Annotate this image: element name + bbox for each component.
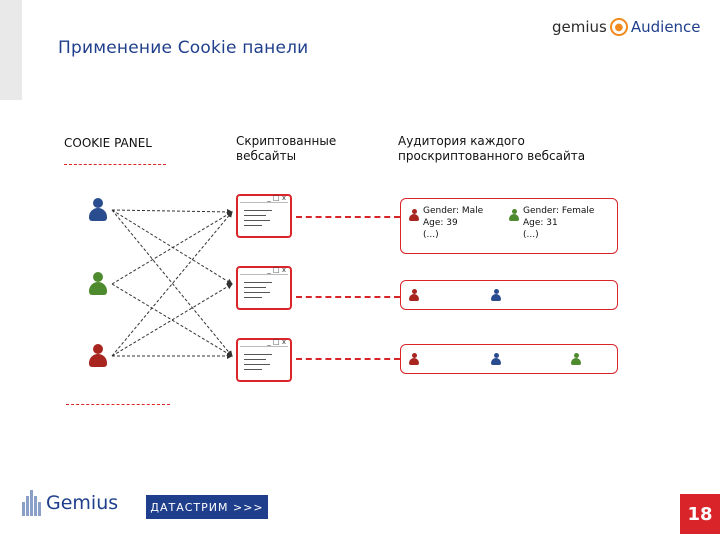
gemius-footer-logo: Gemius	[22, 490, 118, 516]
link-line	[111, 283, 233, 357]
audience-person-blue-icon	[491, 289, 501, 302]
site-audience-connector	[296, 296, 400, 298]
logo-text-gemius: gemius	[552, 18, 607, 36]
gemius-audience-logo: gemius ● Audience	[552, 18, 701, 36]
scripted-sites-heading: Скриптованные вебсайты	[236, 134, 337, 163]
footer-logo-text: Gemius	[46, 492, 119, 514]
scripted-site-window-1: _ □ x	[236, 194, 292, 238]
audience-male-icon	[409, 209, 419, 222]
datastream-logo: ДАТАСТРИМ >>>	[146, 495, 268, 519]
link-line	[111, 211, 233, 357]
audience-female-info: Gender: Female Age: 31 (...)	[523, 205, 594, 241]
female-more-label: (...)	[523, 230, 539, 240]
female-age-label: Age: 31	[523, 218, 558, 228]
window-controls: _ □ x	[267, 338, 286, 346]
panelist-blue-icon	[88, 198, 108, 222]
audience-person-red-icon	[409, 289, 419, 302]
male-more-label: (...)	[423, 230, 439, 240]
audience-box-2	[400, 280, 618, 310]
window-controls: _ □ x	[267, 194, 286, 202]
link-line	[111, 208, 233, 215]
audience-person-red-icon	[409, 353, 419, 366]
page-number: 18	[680, 494, 720, 534]
link-line	[111, 211, 233, 285]
audience-box-3	[400, 344, 618, 374]
site-audience-connector	[296, 216, 400, 218]
audience-male-info: Gender: Male Age: 39 (...)	[423, 205, 483, 241]
audience-heading: Аудитория каждого проскриптованного вебс…	[398, 134, 586, 163]
audience-female-icon	[509, 209, 519, 222]
window-controls: _ □ x	[267, 266, 286, 274]
cookie-panel-divider-top	[64, 164, 166, 165]
scripted-site-window-2: _ □ x	[236, 266, 292, 310]
male-age-label: Age: 39	[423, 218, 458, 228]
female-gender-label: Gender: Female	[523, 206, 595, 216]
audience-box-1: Gender: Male Age: 39 (...) Gender: Femal…	[400, 198, 618, 254]
page-title: Применение Cookie панели	[58, 38, 309, 58]
side-accent-bar	[0, 0, 22, 100]
audience-person-green-icon	[571, 353, 581, 366]
audience-logo-icon: ●	[609, 18, 628, 36]
gemius-bars-icon	[22, 490, 42, 516]
panelist-red-icon	[88, 344, 108, 368]
male-gender-label: Gender: Male	[423, 206, 484, 216]
scripted-site-window-3: _ □ x	[236, 338, 292, 382]
cookie-panel-heading: COOKIE PANEL	[64, 136, 152, 150]
link-line	[111, 209, 233, 285]
panelist-green-icon	[88, 272, 108, 296]
link-line	[111, 209, 233, 357]
cookie-panel-divider-bottom	[66, 404, 170, 405]
link-line	[111, 283, 233, 357]
logo-text-audience: Audience	[630, 18, 701, 36]
site-audience-connector	[296, 358, 400, 360]
audience-person-blue-icon	[491, 353, 501, 366]
